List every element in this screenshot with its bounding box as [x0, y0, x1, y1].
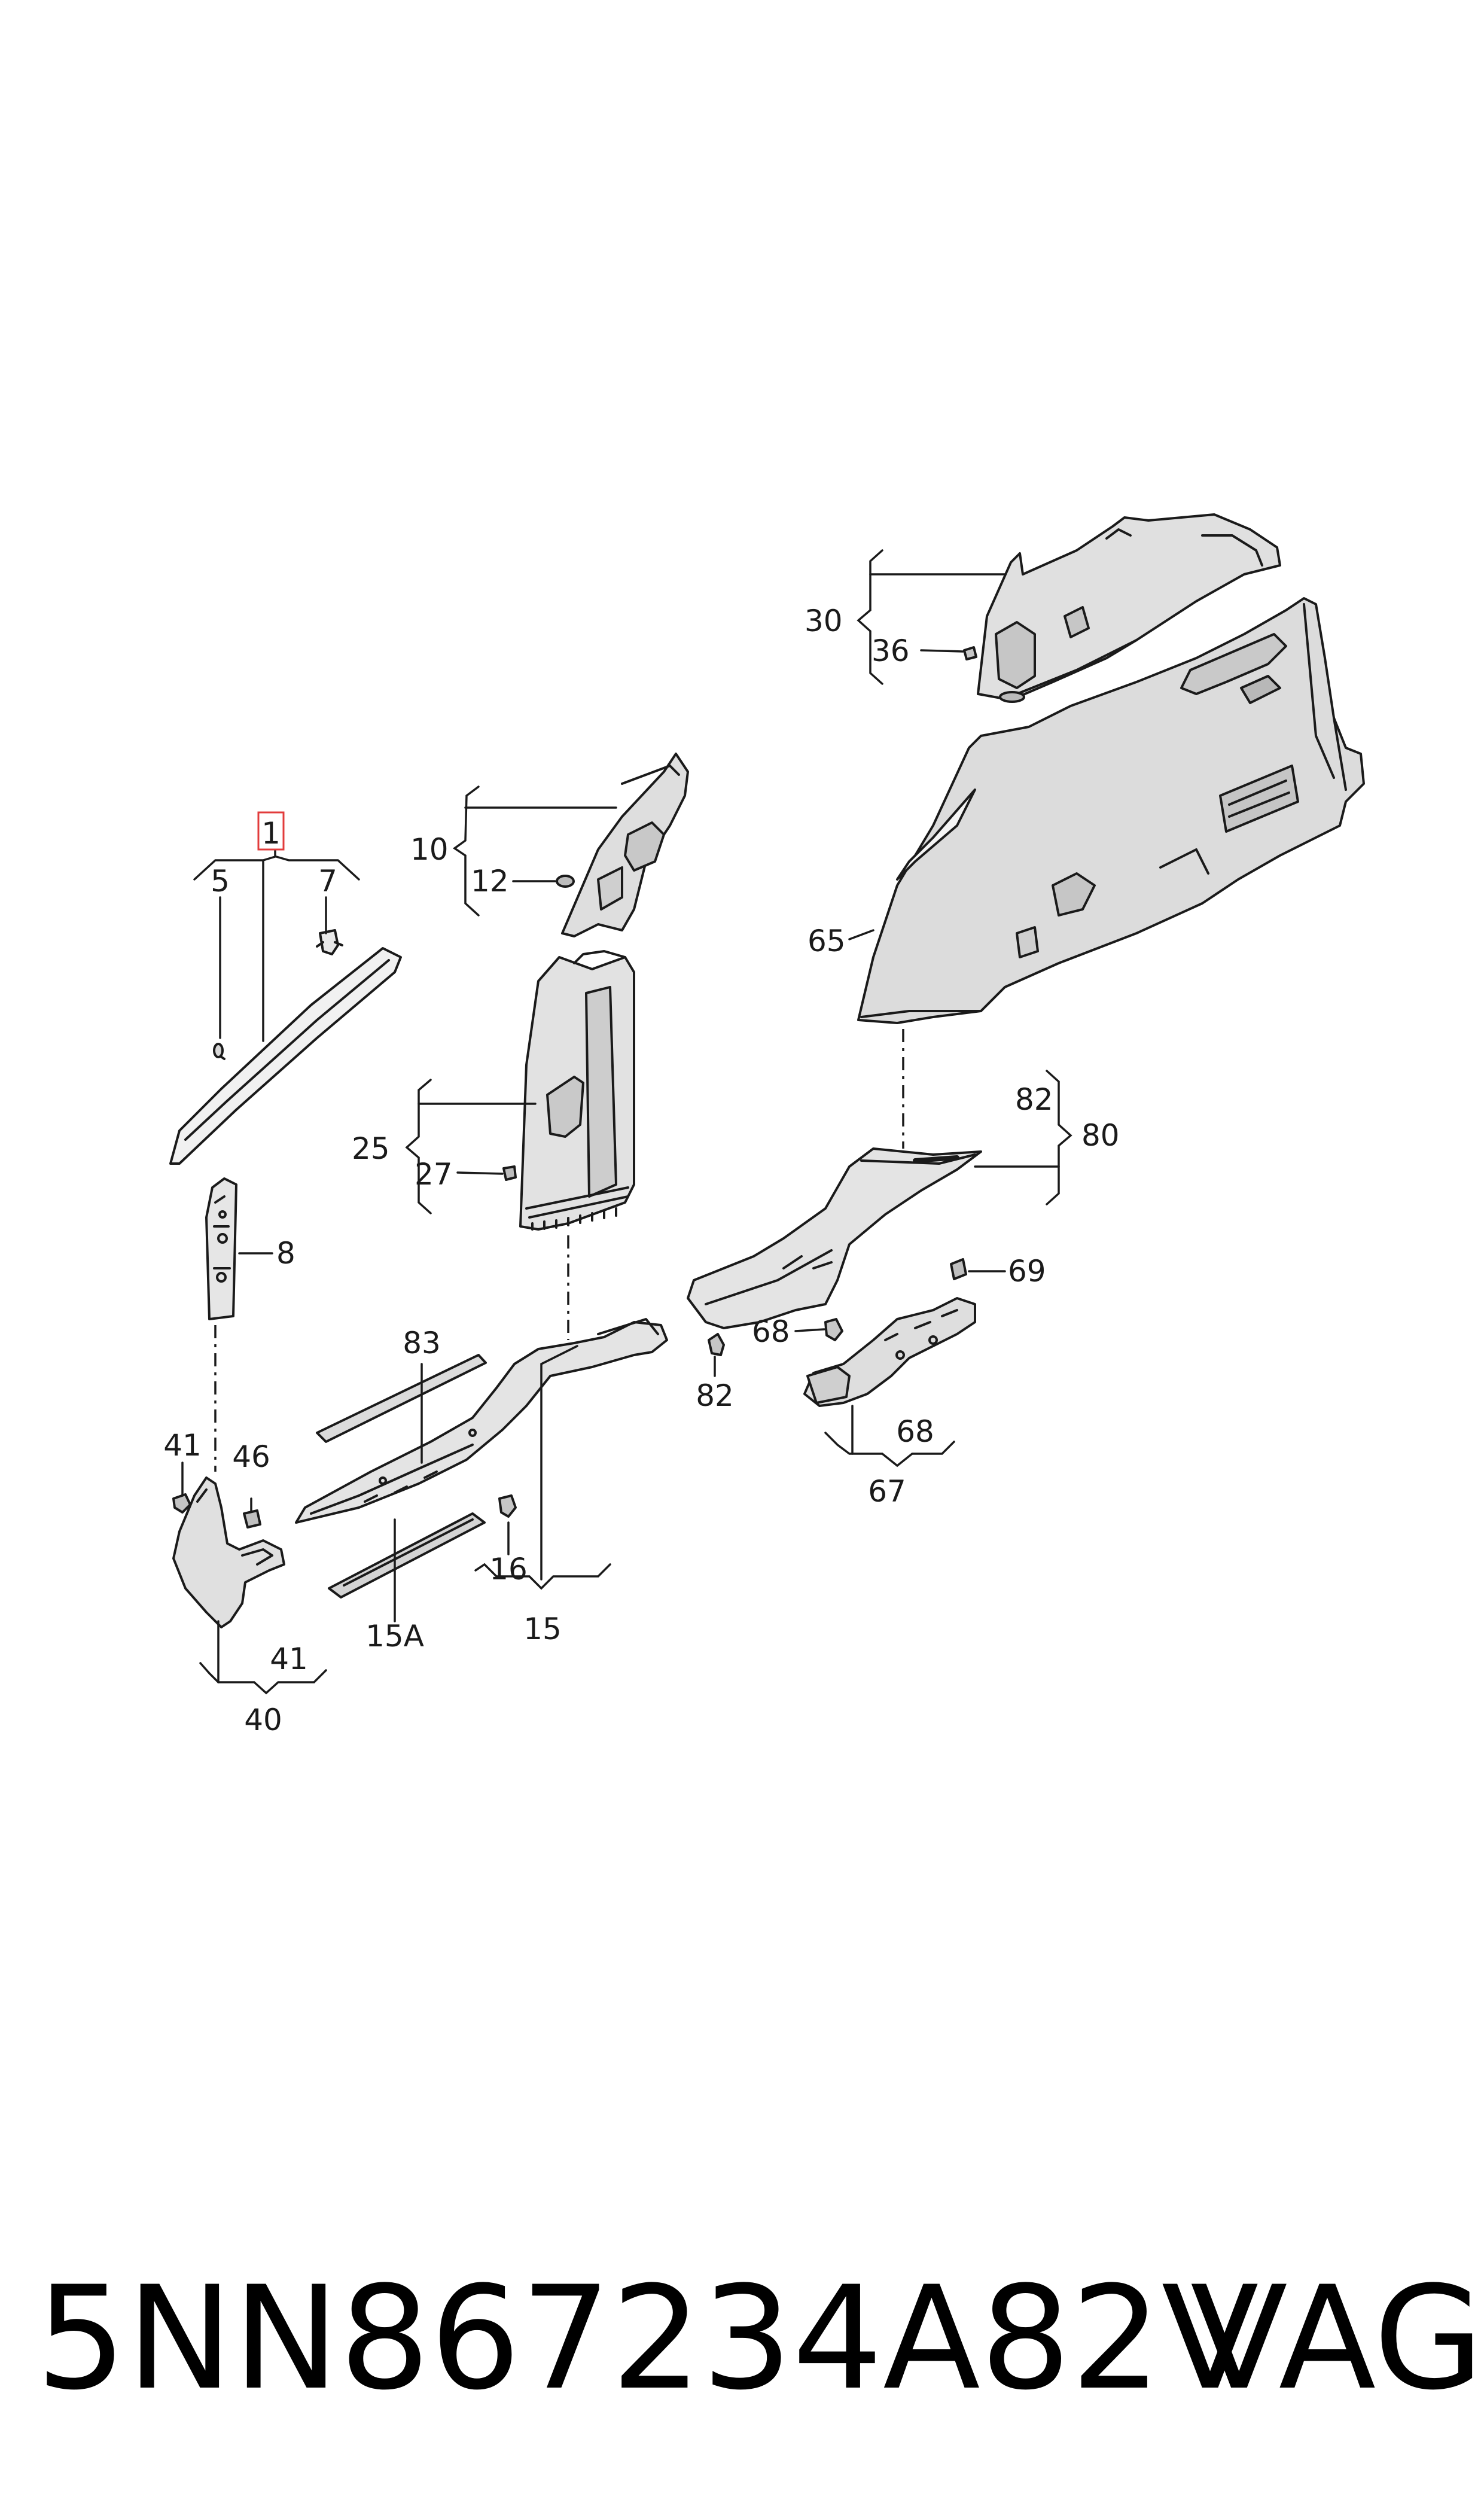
part-nut-69 [950, 1258, 967, 1280]
callout-label: 41 [270, 1642, 308, 1676]
part-rear-sill-trim [687, 1147, 982, 1329]
callout-label: 41 [163, 1428, 202, 1463]
part-sill-insert-15A [328, 1512, 486, 1599]
part-bracket-67 [803, 1297, 976, 1407]
callout-label: 69 [1008, 1254, 1046, 1289]
callout-label: 36 [871, 634, 910, 668]
callout-labels: 1 5 7 8 10 12 25 27 30 36 65 82 80 69 68… [163, 604, 1119, 1737]
part-screw-27 [502, 1165, 517, 1181]
part-clip-82 [708, 1333, 725, 1356]
callout-label: 8 [276, 1236, 295, 1271]
callout-label: 80 [1081, 1118, 1120, 1153]
highlight-box [257, 811, 285, 851]
part-clip-68 [824, 1318, 843, 1341]
callout-label: 46 [232, 1439, 270, 1474]
part-rear-quarter-trim [857, 597, 1365, 1024]
callout-label: 1 [261, 816, 281, 851]
callout-label: 27 [415, 1157, 453, 1192]
callout-label: 10 [410, 832, 449, 867]
part-sill-seal-83 [316, 1354, 487, 1443]
callout-label: 30 [805, 604, 843, 638]
leader-lines [181, 549, 1072, 1695]
part-b-pillar-lower [519, 950, 635, 1231]
callout-label: 68 [896, 1414, 934, 1449]
callout-label: 83 [403, 1326, 441, 1360]
alignment-lines [214, 1029, 904, 1472]
part-clip-16 [498, 1494, 517, 1518]
part-c-pillar-trim [977, 513, 1281, 703]
callout-label: 67 [868, 1474, 906, 1509]
part-clip-7 [316, 929, 343, 955]
part-clip-46 [243, 1509, 261, 1529]
callout-label: 15 [523, 1612, 562, 1646]
callout-label: 15A [365, 1619, 424, 1654]
part-number: 5NN867234A82V [36, 2256, 1259, 2422]
part-clip-36 [963, 646, 977, 660]
callout-label: 82 [696, 1378, 734, 1413]
part-screw-12 [556, 875, 575, 888]
callout-label: 65 [807, 924, 846, 958]
callout-label: 5 [211, 864, 230, 899]
part-b-pillar-upper [561, 753, 689, 937]
part-a-pillar-lower-strip [205, 1177, 237, 1320]
callout-label: 12 [471, 864, 509, 899]
callout-label: 25 [352, 1131, 390, 1166]
callout-label: 82 [1015, 1082, 1053, 1117]
part-a-pillar-trim [169, 947, 402, 1165]
callout-label: 40 [244, 1703, 282, 1737]
callout-label: 68 [752, 1314, 790, 1349]
callout-label: 7 [318, 864, 337, 899]
callout-label: 16 [489, 1552, 528, 1587]
part-number-caption: 5NN867234A82V VAG [36, 2255, 1484, 2423]
brand-name: VAG [1190, 2256, 1484, 2422]
part-kick-panel [172, 1476, 285, 1628]
part-front-sill-trim [295, 1318, 668, 1524]
